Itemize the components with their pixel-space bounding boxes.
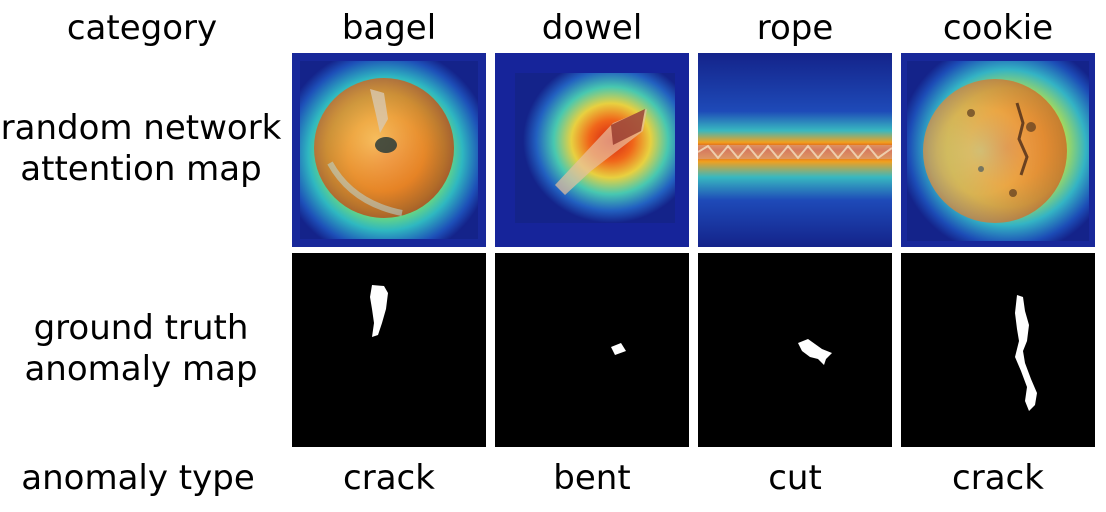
attention-row-label-line1: random network [0,108,282,148]
ground-truth-cookie [901,253,1095,447]
attention-map-bagel-image [292,53,486,247]
ground-truth-dowel [495,253,689,447]
ground-truth-rope-mask [698,253,892,447]
attention-map-dowel [495,53,689,247]
anomaly-type-bagel: crack [343,458,435,498]
ground-truth-row-label-line1: ground truth [33,308,249,348]
anomaly-type-cookie: crack [952,458,1044,498]
ground-truth-dowel-mask [495,253,689,447]
anomaly-type-dowel: bent [553,458,631,498]
attention-row-label: random network attention map [0,108,282,191]
attention-row-label-line2: attention map [20,149,262,190]
ground-truth-row-label-line2: anomaly map [24,349,258,390]
category-corner-label: category [66,8,218,48]
attention-map-cookie [901,53,1095,247]
attention-map-rope-image [698,53,892,247]
ground-truth-row-label: ground truth anomaly map [0,308,282,391]
attention-map-bagel [292,53,486,247]
attention-map-cookie-image [901,53,1095,247]
category-dowel: dowel [541,8,643,48]
anomaly-type-rope: cut [768,458,822,498]
ground-truth-bagel [292,253,486,447]
ground-truth-bagel-mask [292,253,486,447]
attention-map-rope [698,53,892,247]
ground-truth-rope [698,253,892,447]
anomaly-type-corner-label: anomaly type [21,458,255,498]
attention-map-dowel-image [495,53,689,247]
category-rope: rope [756,8,834,48]
category-bagel: bagel [341,8,437,48]
ground-truth-cookie-mask [901,253,1095,447]
category-cookie: cookie [942,8,1054,48]
